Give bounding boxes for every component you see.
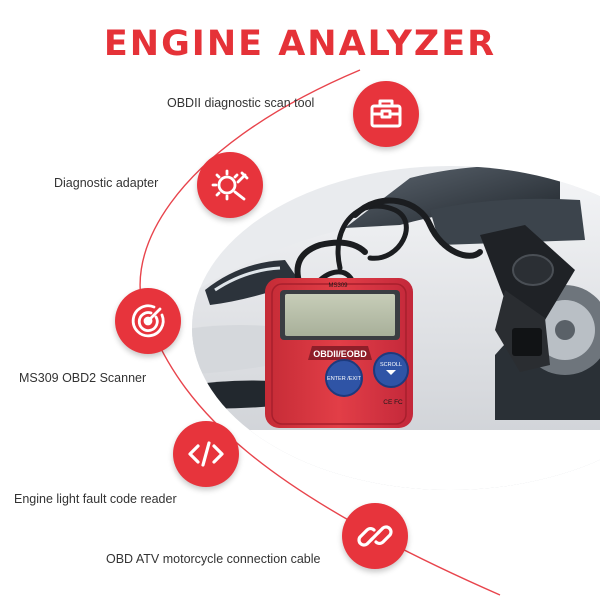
certification-mark: CE FC <box>383 399 403 406</box>
enter-exit-button-label: ENTER /EXIT <box>327 376 362 382</box>
device-brand-label: OBDII/EOBD <box>313 349 367 359</box>
code-icon <box>173 421 239 487</box>
page-title: ENGINE ANALYZER <box>103 24 497 64</box>
link-icon <box>342 503 408 569</box>
feature-label-ms309: MS309 OBD2 Scanner <box>19 371 147 385</box>
toolbox-icon <box>353 81 419 147</box>
obd-connector-image <box>480 225 575 372</box>
feature-label-adapter: Diagnostic adapter <box>54 176 159 190</box>
scroll-button-label: SCROLL <box>380 362 402 368</box>
device-model: MS309 <box>328 283 348 289</box>
gear-wrench-icon <box>197 152 263 218</box>
radar-icon <box>115 288 181 354</box>
feature-label-cable: OBD ATV motorcycle connection cable <box>106 552 321 566</box>
feature-label-scan-tool: OBDII diagnostic scan tool <box>167 96 315 110</box>
feature-label-fault-reader: Engine light fault code reader <box>14 492 177 506</box>
